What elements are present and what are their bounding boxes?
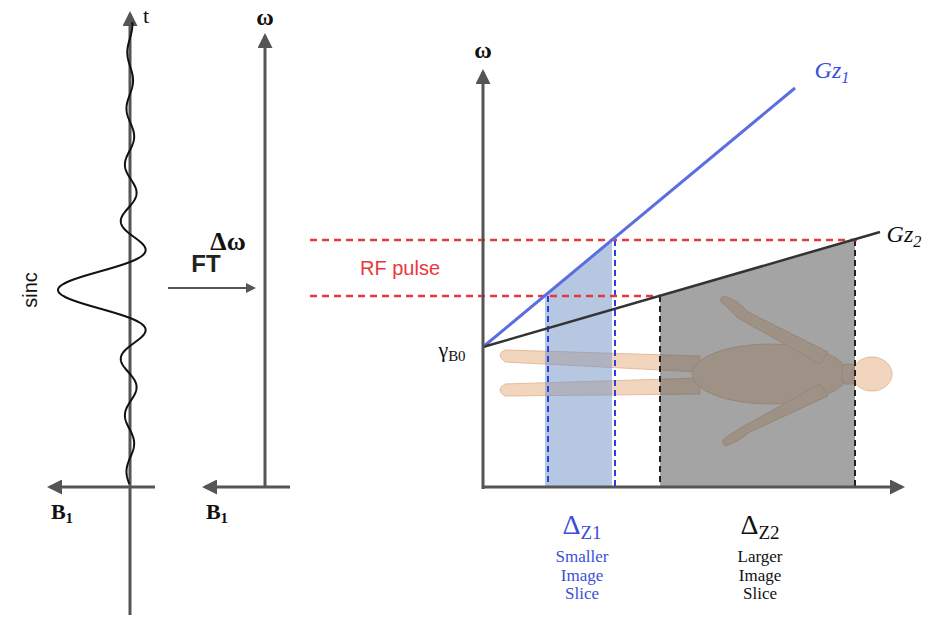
slice-edge [547, 296, 549, 487]
slice-thickness-label: ΔZ2 [740, 510, 779, 541]
waveform-label: sinc [19, 272, 41, 308]
gradient-label: Gz1 [815, 57, 850, 83]
omega-axis [482, 72, 485, 489]
axis-label: ω [256, 4, 274, 30]
rf-band-edge [310, 239, 862, 242]
gradient-line [483, 232, 880, 347]
rf-pulse-label: RF pulse [360, 257, 440, 279]
axis-label: B1 [51, 500, 73, 524]
sinc-wave [58, 22, 146, 484]
gradient-line [483, 88, 795, 347]
axis-label: t [143, 4, 149, 28]
axis-label: ω [474, 37, 492, 63]
time-axis [129, 14, 132, 615]
slice-caption: Smaller Image Slice [542, 548, 622, 604]
slice-thickness-label: ΔZ1 [562, 510, 601, 541]
ft-arrow [168, 287, 254, 289]
omega-axis [264, 36, 267, 487]
slice-caption: Larger Image Slice [720, 548, 800, 604]
large-slice-band [660, 240, 855, 487]
slice-edge [854, 240, 856, 487]
bandwidth-label: Δω [210, 228, 245, 257]
axis-label: B1 [206, 500, 228, 524]
b1-axis [205, 486, 290, 489]
rf-band-edge [310, 295, 660, 298]
b1-axis [50, 486, 155, 489]
slice-edge [659, 296, 661, 487]
gradient-label: Gz2 [887, 221, 922, 247]
small-slice-band [545, 240, 612, 487]
larmor-label: γB0 [438, 338, 465, 362]
sinc-curve [58, 22, 146, 484]
slice-edge [614, 240, 616, 487]
z-axis [482, 486, 902, 489]
